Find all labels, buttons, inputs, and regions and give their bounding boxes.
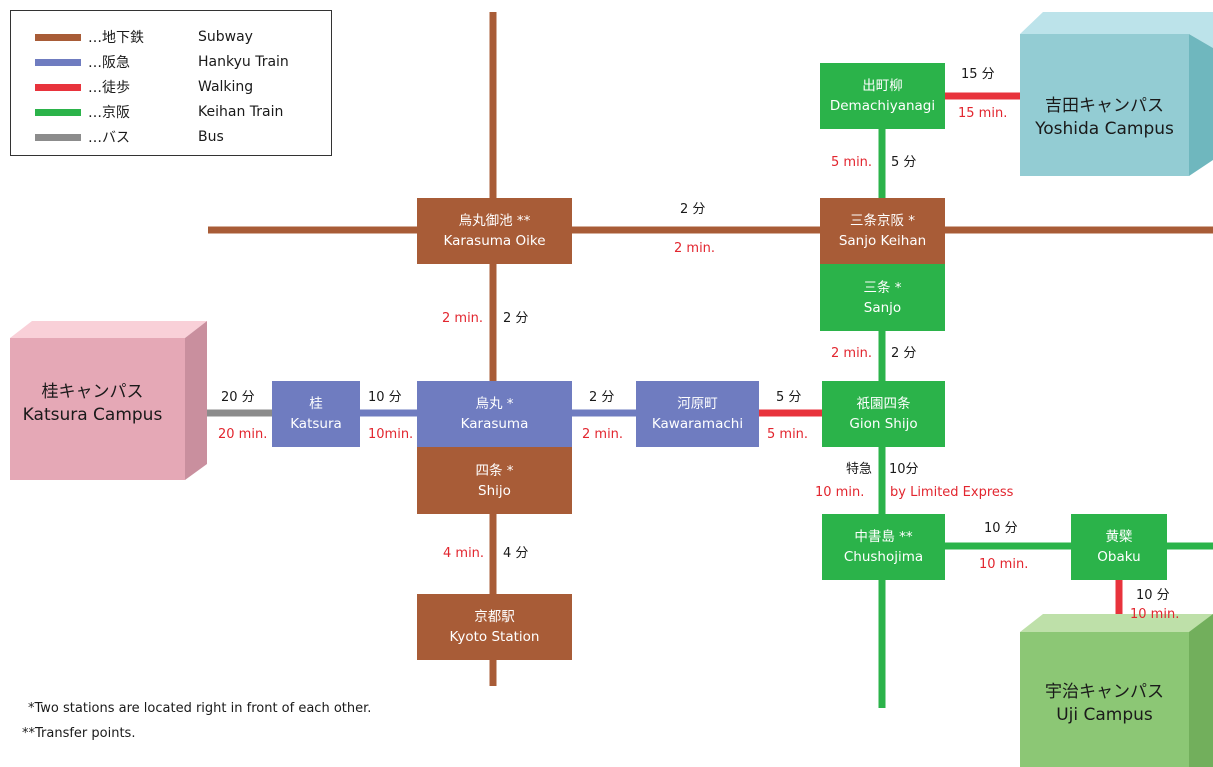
time-label: 20 分 xyxy=(221,390,255,405)
time-label: 15 分 xyxy=(961,67,995,82)
station-sanjo[interactable]: 三条 * Sanjo xyxy=(820,264,945,331)
legend: …地下鉄 Subway …阪急 Hankyu Train …徒歩 Walking… xyxy=(10,10,332,156)
legend-swatch-bus xyxy=(35,133,81,141)
station-obaku[interactable]: 黄檗 Obaku xyxy=(1071,514,1167,580)
campus-yoshida[interactable]: 吉田キャンパス Yoshida Campus xyxy=(1035,96,1174,139)
station-shijo[interactable]: 四条 * Shijo xyxy=(417,447,572,514)
time-label: 10min. xyxy=(368,427,414,442)
legend-jp: …バス xyxy=(88,130,130,146)
legend-jp: …地下鉄 xyxy=(88,30,144,46)
time-label: by Limited Express xyxy=(890,485,1014,500)
station-karasuma[interactable]: 烏丸 * Karasuma xyxy=(417,381,572,447)
station-kyoto[interactable]: 京都駅 Kyoto Station xyxy=(417,594,572,660)
katsura-campus-block xyxy=(10,321,207,480)
time-label: 2 分 xyxy=(680,202,706,217)
time-label: 10 min. xyxy=(1130,607,1180,622)
legend-en: Walking xyxy=(198,79,254,95)
footnote-double: **Transfer points. xyxy=(22,726,136,741)
campus-uji[interactable]: 宇治キャンパス Uji Campus xyxy=(1045,682,1164,725)
time-label: 10 min. xyxy=(979,557,1029,572)
legend-en: Hankyu Train xyxy=(198,54,289,70)
time-label: 10 分 xyxy=(1136,588,1170,603)
time-label: 5 min. xyxy=(767,427,809,442)
station-katsura[interactable]: 桂 Katsura xyxy=(272,381,360,447)
time-label: 2 分 xyxy=(503,311,529,326)
time-label: 10 min. xyxy=(815,485,865,500)
station-karasuma-oike[interactable]: 烏丸御池 ** Karasuma Oike xyxy=(417,198,572,264)
time-label: 2 min. xyxy=(831,346,873,361)
time-label: 5 分 xyxy=(891,155,917,170)
time-label: 4 min. xyxy=(443,546,485,561)
time-label: 5 min. xyxy=(831,155,873,170)
time-label: 2 min. xyxy=(582,427,624,442)
uji-campus-block xyxy=(1020,614,1213,767)
time-label: 15 min. xyxy=(958,106,1008,121)
station-chushojima[interactable]: 中書島 ** Chushojima xyxy=(822,514,945,580)
time-label: 2 分 xyxy=(891,346,917,361)
time-label: 特急 xyxy=(846,462,873,477)
legend-en: Subway xyxy=(198,29,253,45)
legend-en: Bus xyxy=(198,129,224,145)
legend-jp: …阪急 xyxy=(88,55,130,71)
legend-swatch-hankyu xyxy=(35,58,81,66)
time-label: 10 分 xyxy=(984,521,1018,536)
time-label: 2 min. xyxy=(442,311,484,326)
legend-en: Keihan Train xyxy=(198,104,284,120)
time-label: 4 分 xyxy=(503,546,529,561)
time-label: 10分 xyxy=(889,462,919,477)
legend-jp: …京阪 xyxy=(88,105,130,121)
yoshida-campus-block xyxy=(1020,12,1213,176)
time-label: 10 分 xyxy=(368,390,402,405)
legend-swatch-keihan xyxy=(35,108,81,116)
footnote-single: *Two stations are located right in front… xyxy=(28,701,372,716)
legend-swatch-walking xyxy=(35,83,81,91)
time-label: 5 分 xyxy=(776,390,802,405)
station-sanjo-keihan[interactable]: 三条京阪 * Sanjo Keihan xyxy=(820,198,945,264)
time-label: 2 分 xyxy=(589,390,615,405)
legend-jp: …徒歩 xyxy=(88,80,130,96)
time-label: 2 min. xyxy=(674,241,716,256)
station-gion-shijo[interactable]: 祇園四条 Gion Shijo xyxy=(822,381,945,447)
campus-katsura[interactable]: 桂キャンパス Katsura Campus xyxy=(22,382,163,425)
legend-swatch-subway xyxy=(35,33,81,41)
station-kawaramachi[interactable]: 河原町 Kawaramachi xyxy=(636,381,759,447)
station-demachiyanagi[interactable]: 出町柳 Demachiyanagi xyxy=(820,63,945,129)
time-label: 20 min. xyxy=(218,427,268,442)
